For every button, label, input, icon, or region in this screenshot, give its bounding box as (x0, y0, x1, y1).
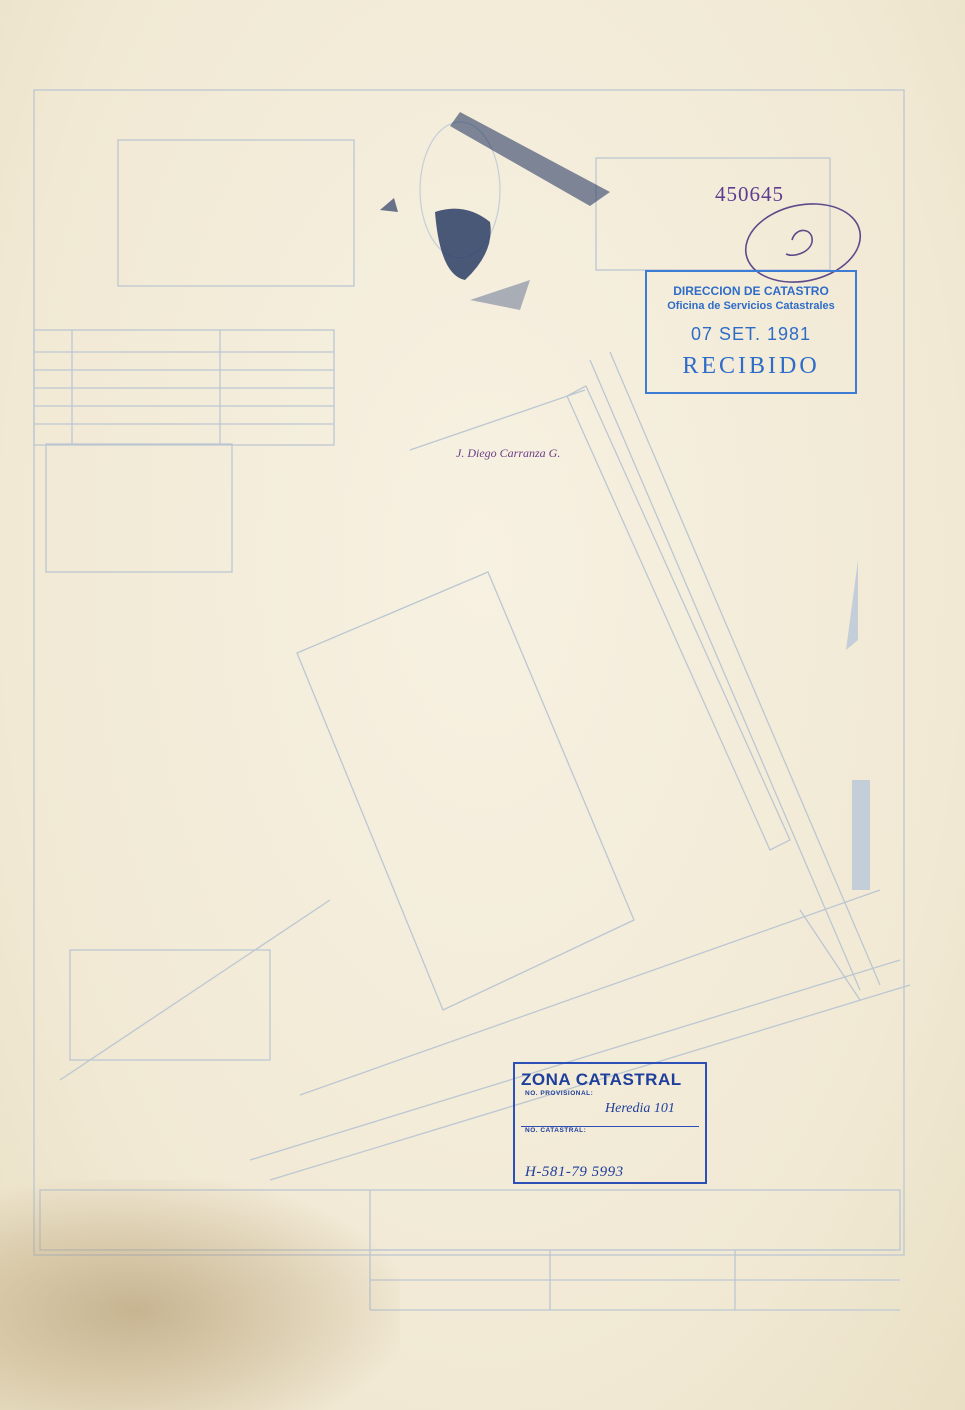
divider (521, 1182, 699, 1183)
stamp-office: DIRECCION DE CATASTRO (673, 284, 829, 298)
water-stain (0, 1180, 400, 1410)
signature-text: J. Diego Carranza G. (456, 446, 561, 460)
zona-catastral-stamp: ZONA CATASTRAL NO. PROVISIONAL: Heredia … (513, 1062, 707, 1184)
provisional-value: Heredia 101 (605, 1101, 675, 1116)
catastral-label: NO. CATASTRAL: (525, 1127, 587, 1134)
recibido-stamp: DIRECCION DE CATASTRO Oficina de Servici… (645, 270, 857, 394)
divider (521, 1126, 699, 1127)
catastral-value: H-581-79 5993 (525, 1164, 624, 1180)
serial-number: 450645 (715, 182, 784, 206)
stamp-date: 07 SET. 1981 (690, 324, 812, 344)
zona-title: ZONA CATASTRAL (521, 1070, 682, 1089)
stamp-status: RECIBIDO (682, 353, 820, 379)
provisional-label: NO. PROVISIONAL: (525, 1090, 594, 1097)
stamp-department: Oficina de Servicios Catastrales (667, 300, 835, 312)
